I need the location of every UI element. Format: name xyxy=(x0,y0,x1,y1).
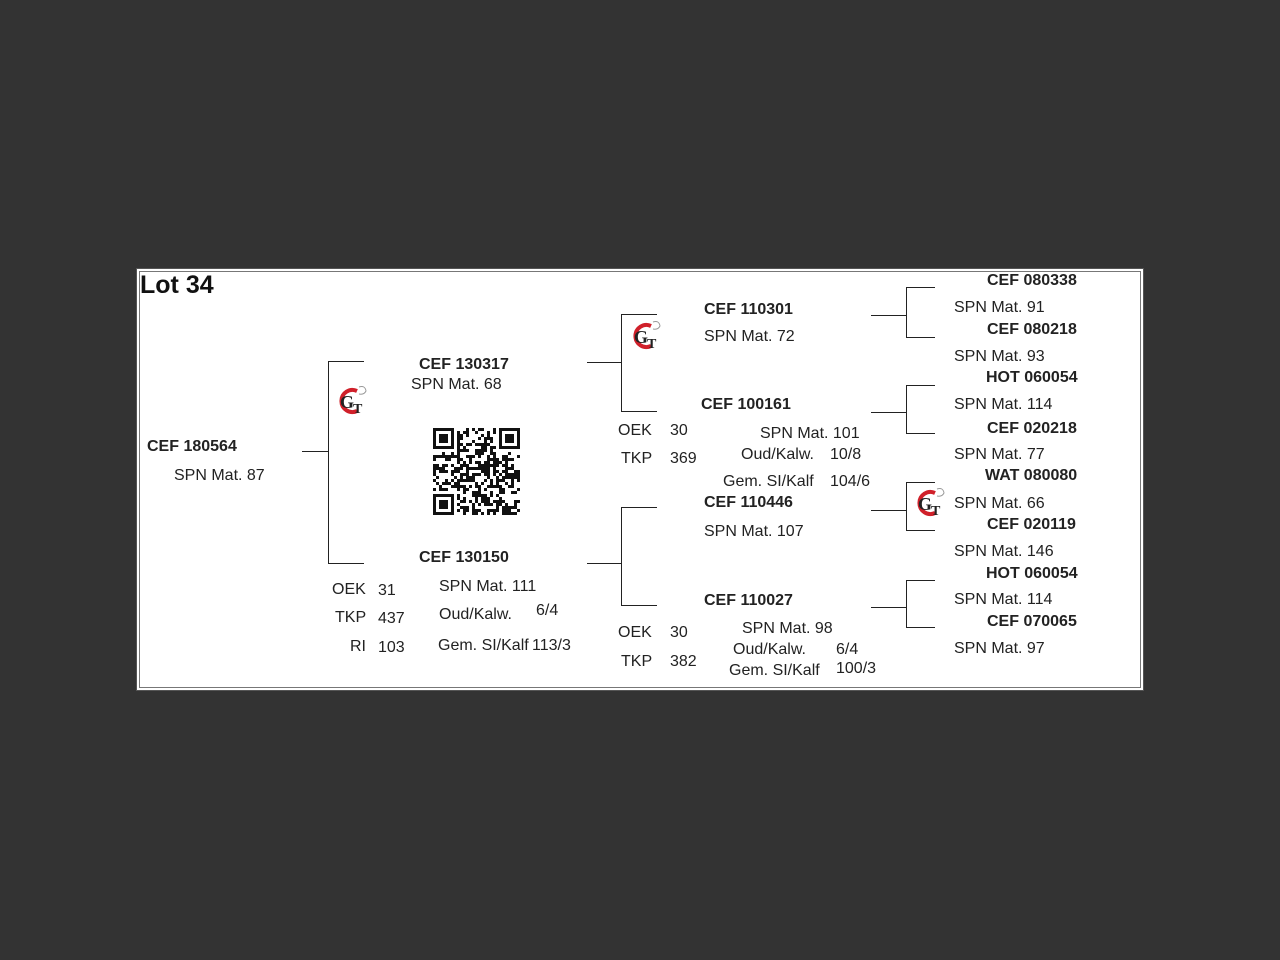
dam-dam-id: CEF 110027 xyxy=(704,592,793,609)
ggp-4-spn: SPN Mat. 77 xyxy=(954,446,1045,463)
dam-dam-oud-value: 6/4 xyxy=(836,641,859,658)
ggp-1-spn: SPN Mat. 91 xyxy=(954,299,1045,316)
dam-dam-gem-label: Gem. SI/Kalf xyxy=(729,662,820,679)
ggp-7-spn: SPN Mat. 114 xyxy=(954,591,1053,608)
ggp-3-id: HOT 060054 xyxy=(986,369,1078,386)
gt-logo-icon: G T xyxy=(339,386,367,417)
dam-gem-value: 113/3 xyxy=(532,637,571,654)
dam-tkp-value: 437 xyxy=(378,610,405,627)
sire-sire-id: CEF 110301 xyxy=(704,301,793,318)
subject-spn: SPN Mat. 87 xyxy=(174,467,265,484)
dam-dam-oek-label: OEK xyxy=(618,624,652,641)
ggp-1-id: CEF 080338 xyxy=(987,272,1077,289)
ggp-8-id: CEF 070065 xyxy=(987,613,1077,630)
connector xyxy=(871,607,907,608)
dam-sire-id: CEF 110446 xyxy=(704,494,793,511)
svg-text:G: G xyxy=(918,494,932,514)
ggp-2-id: CEF 080218 xyxy=(987,321,1077,338)
sire-dam-tkp-value: 369 xyxy=(670,450,697,467)
connector xyxy=(621,605,657,606)
ggp-5-spn: SPN Mat. 66 xyxy=(954,495,1045,512)
connector xyxy=(328,563,364,564)
connector xyxy=(302,451,329,452)
pedigree-sheet: Lot 34 CEF 180564 SPN Mat. 87 G T CEF 13… xyxy=(136,268,1144,691)
connector xyxy=(621,314,622,412)
connector xyxy=(906,433,935,434)
sire-dam-oek-value: 30 xyxy=(670,422,688,439)
connector xyxy=(906,482,935,483)
connector xyxy=(906,337,935,338)
connector xyxy=(906,385,935,386)
connector xyxy=(906,580,907,628)
subject-id: CEF 180564 xyxy=(147,438,237,455)
ggp-7-id: HOT 060054 xyxy=(986,565,1078,582)
dam-dam-spn: SPN Mat. 98 xyxy=(742,620,833,637)
connector xyxy=(587,563,622,564)
dam-ri-label: RI xyxy=(350,638,366,655)
sire-dam-gem-label: Gem. SI/Kalf xyxy=(723,473,814,490)
gt-logo-icon: G T xyxy=(633,321,661,352)
dam-oud-value: 6/4 xyxy=(536,602,559,619)
dam-dam-oek-value: 30 xyxy=(670,624,688,641)
sheet-border xyxy=(139,271,1141,688)
connector xyxy=(328,361,364,362)
ggp-4-id: CEF 020218 xyxy=(987,420,1077,437)
connector xyxy=(906,287,907,338)
connector xyxy=(587,362,622,363)
sire-sire-spn: SPN Mat. 72 xyxy=(704,328,795,345)
svg-text:G: G xyxy=(634,327,648,347)
connector xyxy=(621,314,657,315)
dam-oek-value: 31 xyxy=(378,582,396,599)
connector xyxy=(621,507,657,508)
svg-text:T: T xyxy=(353,402,363,417)
ggp-6-spn: SPN Mat. 146 xyxy=(954,543,1054,560)
connector xyxy=(621,411,657,412)
dam-spn: SPN Mat. 111 xyxy=(439,578,537,595)
sire-spn: SPN Mat. 68 xyxy=(411,376,502,393)
svg-text:T: T xyxy=(647,337,657,352)
connector xyxy=(906,482,907,531)
dam-id: CEF 130150 xyxy=(419,549,509,566)
gt-logo-icon: G T xyxy=(917,488,945,519)
svg-text:T: T xyxy=(931,504,941,519)
dam-oek-label: OEK xyxy=(332,581,366,598)
sire-dam-tkp-label: TKP xyxy=(621,450,653,467)
svg-text:G: G xyxy=(340,392,354,412)
connector xyxy=(871,510,907,511)
sire-dam-gem-value: 104/6 xyxy=(830,473,871,490)
connector xyxy=(871,315,907,316)
lot-title: Lot 34 xyxy=(140,271,214,299)
connector xyxy=(906,580,935,581)
dam-oud-label: Oud/Kalw. xyxy=(439,606,512,623)
connector xyxy=(328,361,329,564)
ggp-8-spn: SPN Mat. 97 xyxy=(954,640,1045,657)
dam-dam-tkp-label: TKP xyxy=(621,653,653,670)
sire-dam-id: CEF 100161 xyxy=(701,396,791,413)
ggp-6-id: CEF 020119 xyxy=(987,516,1076,533)
dam-ri-value: 103 xyxy=(378,639,405,656)
sire-id: CEF 130317 xyxy=(419,356,509,373)
connector xyxy=(906,287,935,288)
qr-code-icon xyxy=(433,428,520,515)
ggp-2-spn: SPN Mat. 93 xyxy=(954,348,1045,365)
sire-dam-spn: SPN Mat. 101 xyxy=(760,425,860,442)
sire-dam-oek-label: OEK xyxy=(618,422,652,439)
connector xyxy=(906,627,935,628)
connector xyxy=(871,412,907,413)
sire-dam-oud-label: Oud/Kalw. xyxy=(741,446,814,463)
dam-dam-oud-label: Oud/Kalw. xyxy=(733,641,806,658)
dam-dam-gem-value: 100/3 xyxy=(836,660,877,677)
ggp-5-id: WAT 080080 xyxy=(985,467,1078,484)
ggp-3-spn: SPN Mat. 114 xyxy=(954,396,1053,413)
connector xyxy=(906,530,935,531)
sire-dam-oud-value: 10/8 xyxy=(830,446,862,463)
connector xyxy=(906,385,907,434)
dam-dam-tkp-value: 382 xyxy=(670,653,697,670)
connector xyxy=(621,507,622,606)
dam-sire-spn: SPN Mat. 107 xyxy=(704,523,804,540)
dam-tkp-label: TKP xyxy=(335,609,367,626)
dam-gem-label: Gem. SI/Kalf xyxy=(438,637,529,654)
